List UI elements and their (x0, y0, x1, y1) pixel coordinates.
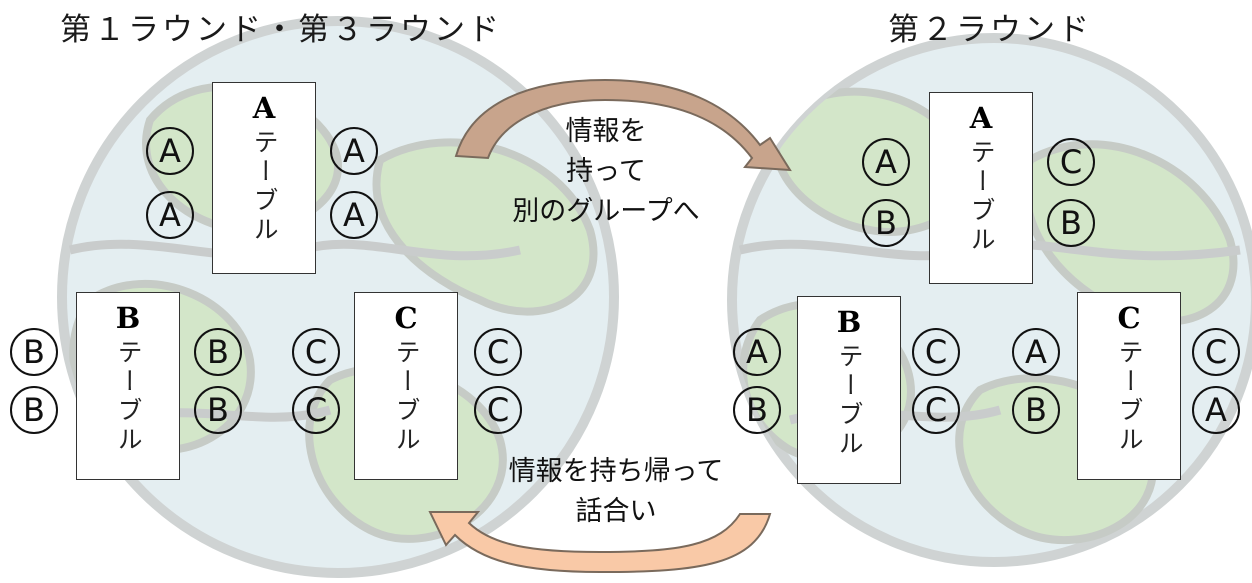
seat: B (10, 328, 58, 376)
left-table-a: A テーブル (212, 82, 316, 274)
seat: B (10, 386, 58, 434)
left-round-title: 第１ラウンド・第３ラウンド (60, 12, 502, 48)
seat: A (330, 191, 378, 239)
seat: C (1047, 138, 1095, 186)
left-table-c: C テーブル (354, 292, 458, 480)
seat: A (1012, 328, 1060, 376)
caption-line: 別のグループへ (512, 196, 700, 227)
seat: C (292, 386, 340, 434)
caption-bottom: 情報を持ち帰って 話合い (496, 452, 736, 532)
caption-line: 話合い (575, 496, 657, 527)
seat: B (1012, 386, 1060, 434)
left-table-b: B テーブル (76, 292, 180, 480)
seat: B (194, 386, 242, 434)
caption-top: 情報を 持って 別のグループへ (486, 112, 726, 232)
seat: A (1192, 386, 1240, 434)
seat: C (292, 328, 340, 376)
right-table-a: A テーブル (929, 92, 1033, 284)
seat: A (862, 138, 910, 186)
table-letter: A (252, 91, 276, 125)
seat: C (474, 328, 522, 376)
seat: B (1047, 199, 1095, 247)
table-letter: C (1117, 301, 1141, 335)
table-letter: B (115, 301, 141, 335)
seat: A (146, 191, 194, 239)
table-letter: C (394, 301, 418, 335)
seat: C (912, 386, 960, 434)
table-label: テーブル (392, 339, 421, 455)
caption-line: 情報を (565, 116, 647, 147)
arrow-bottom (428, 511, 772, 574)
table-label: テーブル (1115, 339, 1144, 455)
seat: C (912, 328, 960, 376)
caption-line: 持って (566, 156, 646, 187)
table-label: テーブル (967, 139, 996, 255)
right-table-b: B テーブル (797, 296, 901, 484)
seat: C (474, 386, 522, 434)
table-letter: A (969, 101, 993, 135)
seat: C (1192, 328, 1240, 376)
caption-line: 情報を持ち帰って (508, 456, 724, 487)
right-table-c: C テーブル (1077, 292, 1181, 480)
arrow-top (454, 78, 792, 172)
seat: B (862, 199, 910, 247)
right-round-title: 第２ラウンド (888, 12, 1092, 48)
table-letter: B (836, 305, 862, 339)
seat: B (733, 386, 781, 434)
table-label: テーブル (835, 343, 864, 459)
seat: A (330, 127, 378, 175)
table-label: テーブル (250, 129, 279, 245)
table-label: テーブル (114, 339, 143, 455)
seat: A (733, 328, 781, 376)
seat: A (146, 127, 194, 175)
seat: B (194, 328, 242, 376)
